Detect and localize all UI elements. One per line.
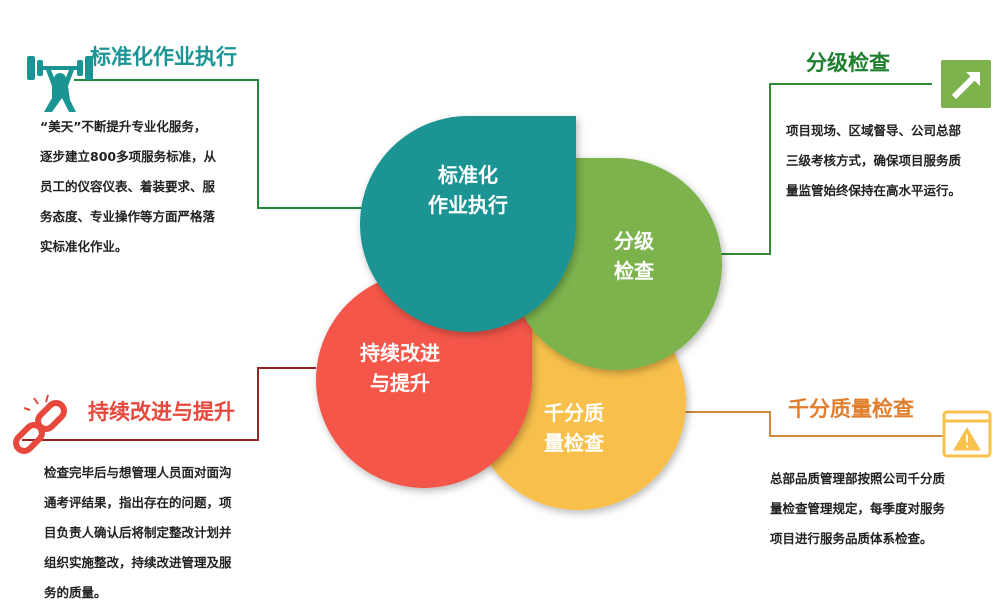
petal-quality-line1: 千分质 [544, 401, 604, 425]
desc-line: 量检查管理规定，每季度对服务 [770, 501, 946, 516]
section-desc-quality: 总部品质管理部按照公司千分质 量检查管理规定，每季度对服务 项目进行服务品质体系… [770, 464, 996, 554]
connector-quality [676, 411, 990, 437]
warning-window-icon [942, 410, 992, 458]
section-desc-grading: 项目现场、区域督导、公司总部 三级考核方式，确保项目服务质 量监管始终保持在高水… [786, 116, 996, 206]
section-title-standard: 标准化作业执行 [90, 45, 237, 69]
petal-label-grading: 分级 检查 [574, 226, 694, 286]
petal-standard-line2: 作业执行 [428, 193, 508, 217]
desc-line: 通考评结果，指出存在的问题，项 [44, 495, 232, 510]
petal-label-quality: 千分质 量检查 [504, 398, 644, 458]
desc-line: 项目进行服务品质体系检查。 [770, 531, 933, 546]
petal-grading-line2: 检查 [614, 259, 654, 283]
petal-standard-line1: 标准化 [438, 163, 498, 187]
desc-line: 实标准化作业。 [40, 239, 128, 254]
desc-line: 目负责人确认后将制定整改计划并 [44, 525, 232, 540]
petal-label-improve: 持续改进 与提升 [330, 338, 470, 398]
desc-line: 逐步建立800多项服务标准，从 [40, 149, 217, 164]
petal-improve-line2: 与提升 [370, 371, 430, 395]
desc-line: 总部品质管理部按照公司千分质 [770, 471, 946, 486]
desc-line: 量监管始终保持在高水平运行。 [786, 183, 962, 198]
petal-label-standard: 标准化 作业执行 [398, 160, 538, 220]
desc-line: 务态度、专业操作等方面严格落 [40, 209, 216, 224]
broken-chain-icon [13, 394, 67, 454]
desc-line: 员工的仪容仪表、着装要求、服 [40, 179, 216, 194]
section-title-grading: 分级检查 [806, 51, 890, 75]
petal-standard [360, 116, 576, 332]
petal-grading-line1: 分级 [614, 229, 654, 253]
section-title-improve: 持续改进与提升 [88, 400, 235, 424]
desc-line: 检查完毕后与想管理人员面对面沟 [44, 465, 232, 480]
desc-line: 项目现场、区域督导、公司总部 [786, 123, 962, 138]
petal-quality-line2: 量检查 [544, 431, 604, 455]
desc-line: “美天”不断提升专业化服务， [40, 119, 207, 134]
section-desc-standard: “美天”不断提升专业化服务， 逐步建立800多项服务标准，从 员工的仪容仪表、着… [40, 112, 270, 262]
section-desc-improve: 检查完毕后与想管理人员面对面沟 通考评结果，指出存在的问题，项 目负责人确认后将… [44, 458, 284, 608]
desc-line: 组织实施整改，持续改进管理及服 [44, 555, 232, 570]
connector-grading [720, 83, 932, 255]
desc-line: 务的质量。 [44, 585, 107, 600]
section-title-quality: 千分质量检查 [788, 397, 914, 421]
desc-line: 三级考核方式，确保项目服务质 [786, 153, 962, 168]
connector-standard [74, 79, 362, 209]
up-right-arrow-icon [941, 60, 991, 108]
weightlifter-icon [27, 56, 93, 112]
connector-improve [22, 367, 316, 441]
petal-improve-line1: 持续改进 [360, 341, 440, 365]
